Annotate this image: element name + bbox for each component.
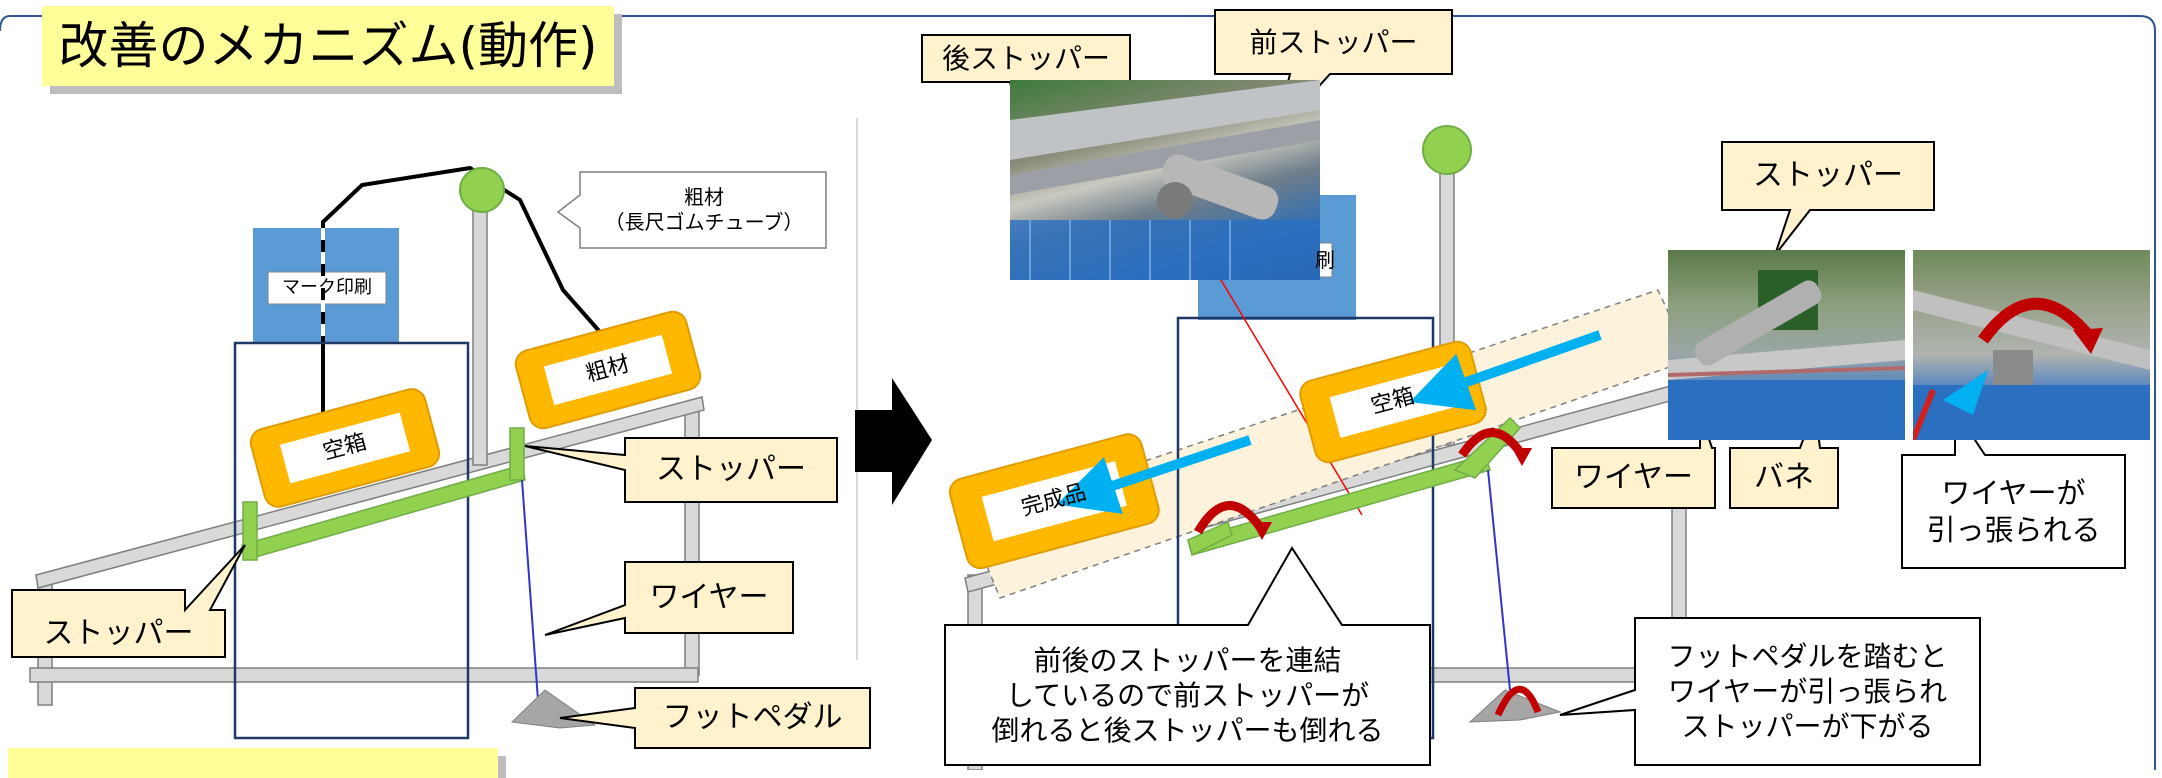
callout-stopper-photo: [1721, 141, 1935, 256]
slide-frame: [0, 15, 2156, 770]
rotate-arrow-icon: [1194, 501, 1266, 535]
photo-spring-detail: [1668, 270, 1905, 440]
page-title: 改善のメカニズム(動作): [42, 6, 614, 86]
wire-path-left: [321, 165, 602, 420]
flow-arrow-lower: [1056, 435, 1252, 514]
rotate-arrow-front-head: [1512, 448, 1532, 466]
stopper-post-rear-left: [242, 501, 258, 561]
photo-wire-pulled-detail: [1913, 290, 2150, 440]
stopper-rear-tilted: [1187, 520, 1233, 557]
pedal-rotate-arrow: [1494, 685, 1542, 717]
foot-pedal-left-label: フットペダル: [662, 700, 843, 736]
marking-unit-label: マーク印刷: [282, 276, 372, 298]
callout-wire-left: [544, 561, 794, 636]
rear-stopper-label: 後ストッパー: [941, 42, 1110, 75]
stopper-left-label: ストッパー: [43, 615, 194, 651]
pulley-right: [1422, 125, 1472, 175]
callout-wire-pulled: [1901, 406, 2126, 569]
right-arrow-icon: [855, 378, 932, 505]
pulley-left: [459, 167, 505, 213]
callout-wire-photo: [1551, 411, 1716, 509]
stopper-right-label: ストッパー: [656, 452, 806, 488]
foot-pedal-right: [1468, 689, 1562, 723]
empty-box-left: [249, 388, 441, 508]
stopper-photo-label: ストッパー: [1753, 158, 1903, 194]
raw-material-box-left: [514, 310, 702, 430]
callout-stopper-right: [524, 437, 838, 503]
wire-blue-left: [521, 479, 539, 701]
rotate-arrow-front: [1458, 428, 1526, 458]
wire-left-label: ワイヤー: [649, 579, 769, 615]
wire-blue-right: [1487, 469, 1511, 691]
pedal-action-note: フットペダルを踏むと ワイヤーが引っ張られ ストッパーが下がる: [1667, 640, 1948, 743]
marking-unit-label-plate: [267, 271, 387, 305]
callout-pedal-left: [559, 687, 871, 749]
flow-arrow-upper: [1409, 330, 1602, 411]
callout-stopper-left: [11, 544, 246, 658]
wire-photo-label: ワイヤー: [1573, 460, 1694, 496]
raw-material-callout-text: 粗材 （長尺ゴムチューブ）: [604, 185, 804, 234]
front-stopper-label: 前ストッパー: [1249, 25, 1418, 59]
raw-material-arrow-callout: [556, 171, 827, 249]
work-area-left: [233, 341, 470, 740]
stopper-post-front-left: [509, 427, 525, 481]
linked-stoppers-note: 前後のストッパーを連結 しているので前ストッパーが 倒れると後ストッパーも倒れる: [991, 643, 1384, 747]
photo-spring-wire: [1668, 250, 1905, 440]
photo-pointer-line: [1199, 244, 1363, 516]
callout-linked-stoppers: [944, 546, 1431, 766]
left-pulley-pole: [472, 189, 488, 466]
marking-unit-right-label: 刷: [1315, 247, 1335, 272]
spring-photo-label: バネ: [1754, 460, 1814, 496]
left-frame-base: [29, 667, 699, 683]
subtitle-bar: [8, 748, 498, 778]
photo-stopper-detail: [1010, 80, 1320, 280]
photo-wire-pulled: [1913, 250, 2150, 440]
wire-pulled-label: ワイヤーが 引っ張られる: [1926, 476, 2101, 547]
foot-pedal-icon: [510, 689, 597, 729]
photo-stopper-closeup: [1010, 80, 1320, 280]
rotate-arrow-head: [1252, 522, 1272, 540]
callout-pedal-note: [1559, 617, 1981, 766]
